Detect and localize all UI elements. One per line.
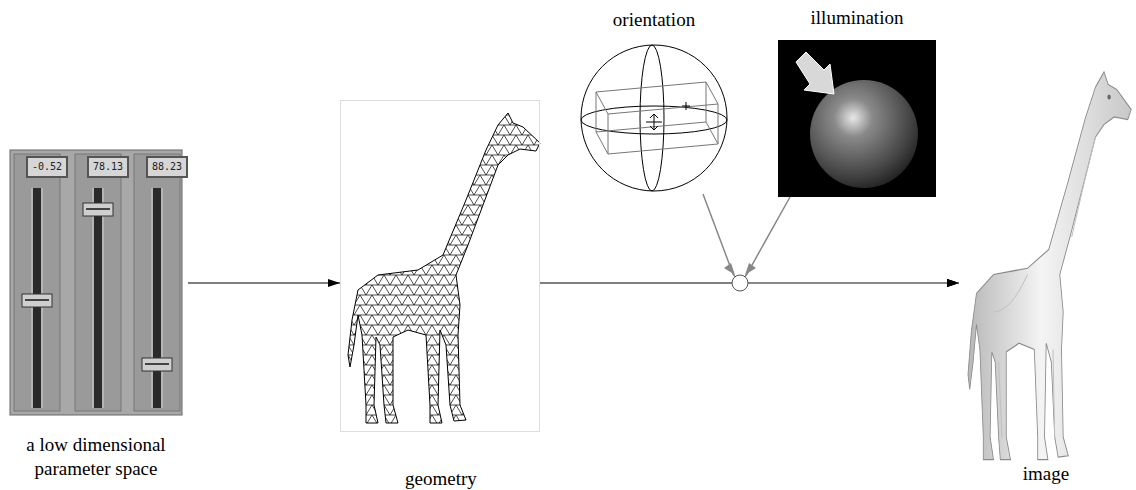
combiner-circle <box>732 275 748 291</box>
slider-value-text: 78.13 <box>93 160 123 174</box>
orientation-icon <box>578 42 730 194</box>
caption-text: illumination <box>777 6 937 30</box>
rendered-giraffe <box>968 72 1131 460</box>
slider-panel-node: a low dimensional parameter space-0.5278… <box>10 150 182 415</box>
geometry-frame: geometry <box>340 100 540 432</box>
flow-arrow <box>740 197 959 283</box>
caption-text: geometry <box>361 467 521 490</box>
caption-text: a low dimensional parameter space <box>0 433 201 481</box>
flow-arrow <box>188 282 340 283</box>
flow-arrow <box>703 194 959 283</box>
slider-panel <box>10 150 182 415</box>
slider-value-text: 88.23 <box>152 160 182 174</box>
combiner-arrowheads <box>724 263 756 275</box>
illumination-box: illumination <box>778 40 936 197</box>
image-frame: image <box>960 40 1132 486</box>
slider-value: 78.13 <box>87 156 129 178</box>
slider-value: 88.23 <box>146 156 188 178</box>
caption-text: image <box>966 462 1126 486</box>
slider-value: -0.52 <box>26 156 68 178</box>
wireframe-giraffe <box>348 105 548 435</box>
orientation-sphere: orientation <box>578 42 730 194</box>
caption-text: orientation <box>574 8 734 32</box>
slider-value-text: -0.52 <box>32 160 62 174</box>
illumination-icon <box>778 40 936 197</box>
